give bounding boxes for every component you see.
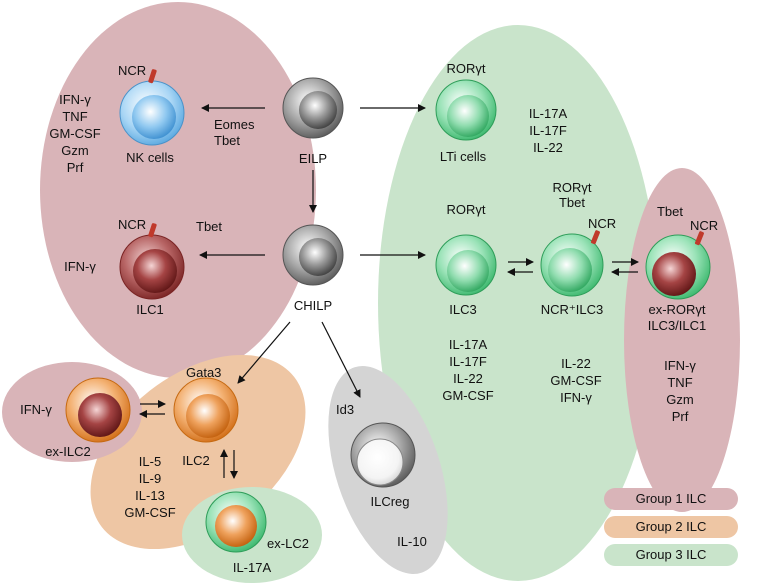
- ex-lc2-cytokine: IL-17A: [233, 560, 272, 575]
- ex-ror-cytokine-1: IFN-γ: [664, 358, 696, 373]
- ex-ror-ncr-marker: NCR: [690, 218, 718, 233]
- nk-tbet-marker: Tbet: [214, 133, 240, 148]
- eomes-marker: Eomes: [214, 117, 255, 132]
- eilp-cell: [282, 77, 344, 139]
- arrow-chilp-to-ilcreg: [321, 321, 361, 398]
- eilp-label: EILP: [299, 151, 327, 166]
- group3-region: [378, 25, 658, 581]
- ilc3-cytokine-3: IL-22: [453, 371, 483, 386]
- ilcreg-cytokine: IL-10: [397, 534, 427, 549]
- lti-cytokine-3: IL-22: [533, 140, 563, 155]
- lti-cytokine-1: IL-17A: [529, 106, 568, 121]
- ncr-ilc3-tbet-marker: Tbet: [559, 195, 585, 210]
- lti-cells-label: LTi cells: [440, 149, 487, 164]
- ilc1-ncr-marker: NCR: [118, 217, 146, 232]
- ncr-ilc3-cytokine-2: GM-CSF: [550, 373, 601, 388]
- gata3-marker: Gata3: [186, 365, 221, 380]
- nk-cytokine-1: IFN-γ: [59, 92, 91, 107]
- id3-marker: Id3: [336, 402, 354, 417]
- nk-cytokine-4: Gzm: [61, 143, 88, 158]
- legend: Group 1 ILC Group 2 ILC Group 3 ILC: [604, 488, 738, 566]
- ex-ilc2-cell: [65, 377, 131, 443]
- ilcreg-cell: [350, 422, 416, 488]
- legend-group1-label: Group 1 ILC: [636, 491, 707, 506]
- ilc3-cell: [435, 234, 497, 296]
- nk-cell: [119, 69, 185, 146]
- ex-ror-cytokine-4: Prf: [672, 409, 689, 424]
- lti-ror-marker: RORγt: [447, 61, 486, 76]
- ncr-ilc3-label: NCR⁺ILC3: [541, 302, 604, 317]
- ilc2-cytokine-2: IL-9: [139, 471, 161, 486]
- ncr-ilc3-cytokine-3: IFN-γ: [560, 390, 592, 405]
- nk-cytokine-2: TNF: [62, 109, 87, 124]
- ex-ilc2-cytokine: IFN-γ: [20, 402, 52, 417]
- group1-ex-ror-region: [624, 168, 740, 512]
- arrows: [139, 104, 639, 479]
- nk-cytokine-5: Prf: [67, 160, 84, 175]
- ilc1-cytokine: IFN-γ: [64, 259, 96, 274]
- ex-ror-cell: [645, 231, 711, 300]
- ex-ror-label-line2: ILC3/ILC1: [648, 318, 707, 333]
- ilc2-cytokine-4: GM-CSF: [124, 505, 175, 520]
- group1-nk-ilc1-region: [40, 2, 316, 378]
- ilc2-label: ILC2: [182, 453, 209, 468]
- legend-group2-swatch: [604, 516, 738, 538]
- ncr-ilc3-ncr-marker: NCR: [588, 216, 616, 231]
- legend-group2-label: Group 2 ILC: [636, 519, 707, 534]
- ilc3-cytokine-4: GM-CSF: [442, 388, 493, 403]
- ncr-ilc3-cytokine-1: IL-22: [561, 356, 591, 371]
- ilc3-label: ILC3: [449, 302, 476, 317]
- legend-group3-swatch: [604, 544, 738, 566]
- ilc1-cell: [119, 223, 185, 300]
- arrow-chilp-to-ilc2: [237, 321, 291, 384]
- ex-ror-cytokine-2: TNF: [667, 375, 692, 390]
- ilcreg-label: ILCreg: [370, 494, 409, 509]
- lti-cell: [435, 79, 497, 141]
- ex-lc2-label: ex-LC2: [267, 536, 309, 551]
- ex-ror-cytokine-3: Gzm: [666, 392, 693, 407]
- ilc1-label: ILC1: [136, 302, 163, 317]
- nk-ncr-marker: NCR: [118, 63, 146, 78]
- ncr-ilc3-cell: [540, 230, 604, 297]
- ex-lc2-cell: [205, 491, 267, 553]
- chilp-cell: [282, 224, 344, 286]
- ncr-ilc3-ror-marker: RORγt: [553, 180, 592, 195]
- ilc3-cytokine-2: IL-17F: [449, 354, 487, 369]
- chilp-label: CHILP: [294, 298, 332, 313]
- ilc3-cytokine-1: IL-17A: [449, 337, 488, 352]
- ilc1-ncr-receptor: [148, 223, 157, 238]
- nk-ncr-receptor: [148, 69, 157, 84]
- ex-ror-tbet-marker: Tbet: [657, 204, 683, 219]
- ncr-ilc3-ncr-receptor: [590, 230, 600, 245]
- legend-group3-label: Group 3 ILC: [636, 547, 707, 562]
- ex-ilc2-label: ex-ILC2: [45, 444, 91, 459]
- ilc2-cell: [173, 377, 239, 443]
- ilc2-cytokine-3: IL-13: [135, 488, 165, 503]
- ilc1-tbet-marker: Tbet: [196, 219, 222, 234]
- lti-cytokine-2: IL-17F: [529, 123, 567, 138]
- nk-cytokine-3: GM-CSF: [49, 126, 100, 141]
- ilc3-ror-marker: RORγt: [447, 202, 486, 217]
- ex-ror-ncr-receptor: [694, 231, 704, 246]
- ilc2-cytokine-1: IL-5: [139, 454, 161, 469]
- legend-group1-swatch: [604, 488, 738, 510]
- ex-ror-label-line1: ex-RORγt: [648, 302, 705, 317]
- nk-cells-label: NK cells: [126, 150, 174, 165]
